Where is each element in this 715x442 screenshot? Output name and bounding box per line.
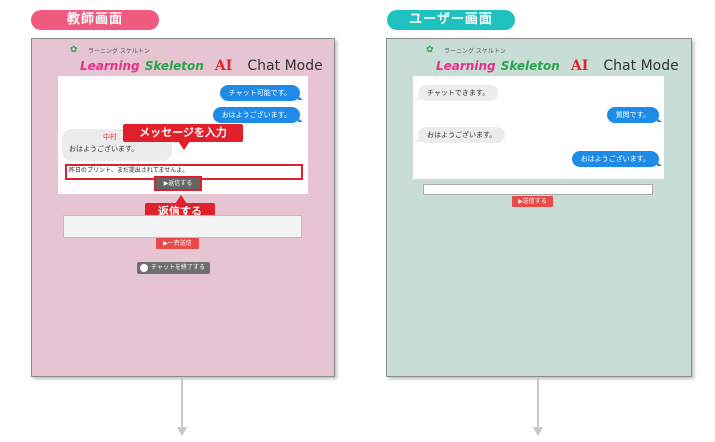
send-button[interactable]: ▶送信する <box>512 196 553 207</box>
callout-enter-message: メッセージを入力 <box>123 124 243 150</box>
logo-ai: AI <box>570 58 589 74</box>
logo-word-learning: Learning <box>436 59 496 73</box>
logo-subtext: ラーニング スケルトン <box>88 48 150 55</box>
user-screen-tab: ユーザー画面 <box>387 10 515 30</box>
sender-name: 中村 <box>103 133 117 141</box>
end-chat-button[interactable]: チャットを終了する <box>137 262 210 274</box>
logo-word-skeleton: Skeleton <box>144 59 204 73</box>
chat-bubble-outgoing: おはようございます。 <box>212 107 304 123</box>
sprout-icon: ✿ <box>70 45 78 55</box>
chat-bubble-icon <box>140 264 148 272</box>
chat-bubble-incoming: チャットできます。 <box>414 85 499 101</box>
chat-bubble-outgoing: おはようございます。 <box>571 151 663 167</box>
logo-subtext: ラーニング スケルトン <box>444 48 506 55</box>
message-input[interactable] <box>423 184 653 195</box>
logo-word-skeleton: Skeleton <box>500 59 560 73</box>
sprout-icon: ✿ <box>426 45 434 55</box>
teacher-logo: ✿ ラーニング スケルトン Learning Skeleton AI Chat … <box>70 45 323 74</box>
end-chat-label: チャットを終了する <box>151 264 205 271</box>
user-down-arrow-icon <box>533 427 543 436</box>
teacher-down-arrow-line <box>181 377 183 428</box>
logo-word-learning: Learning <box>80 59 140 73</box>
chat-mode-title: Chat Mode <box>603 58 679 74</box>
teacher-down-arrow-icon <box>177 427 187 436</box>
chat-bubble-outgoing: チャット可能です。 <box>219 85 304 101</box>
broadcast-textarea[interactable] <box>63 215 302 238</box>
teacher-screen-tab: 教師画面 <box>31 10 159 30</box>
reply-button[interactable]: ▶返信する <box>154 176 202 191</box>
user-logo: ✿ ラーニング スケルトン Learning Skeleton AI Chat … <box>426 45 679 74</box>
incoming-message-text: おはようございます。 <box>69 145 139 153</box>
logo-ai: AI <box>214 58 233 74</box>
chat-bubble-incoming: おはようございます。 <box>414 127 506 143</box>
user-down-arrow-line <box>537 377 539 428</box>
broadcast-button[interactable]: ▶一斉送信 <box>156 238 199 249</box>
chat-bubble-outgoing: 質問です。 <box>606 107 663 123</box>
chat-mode-title: Chat Mode <box>247 58 323 74</box>
